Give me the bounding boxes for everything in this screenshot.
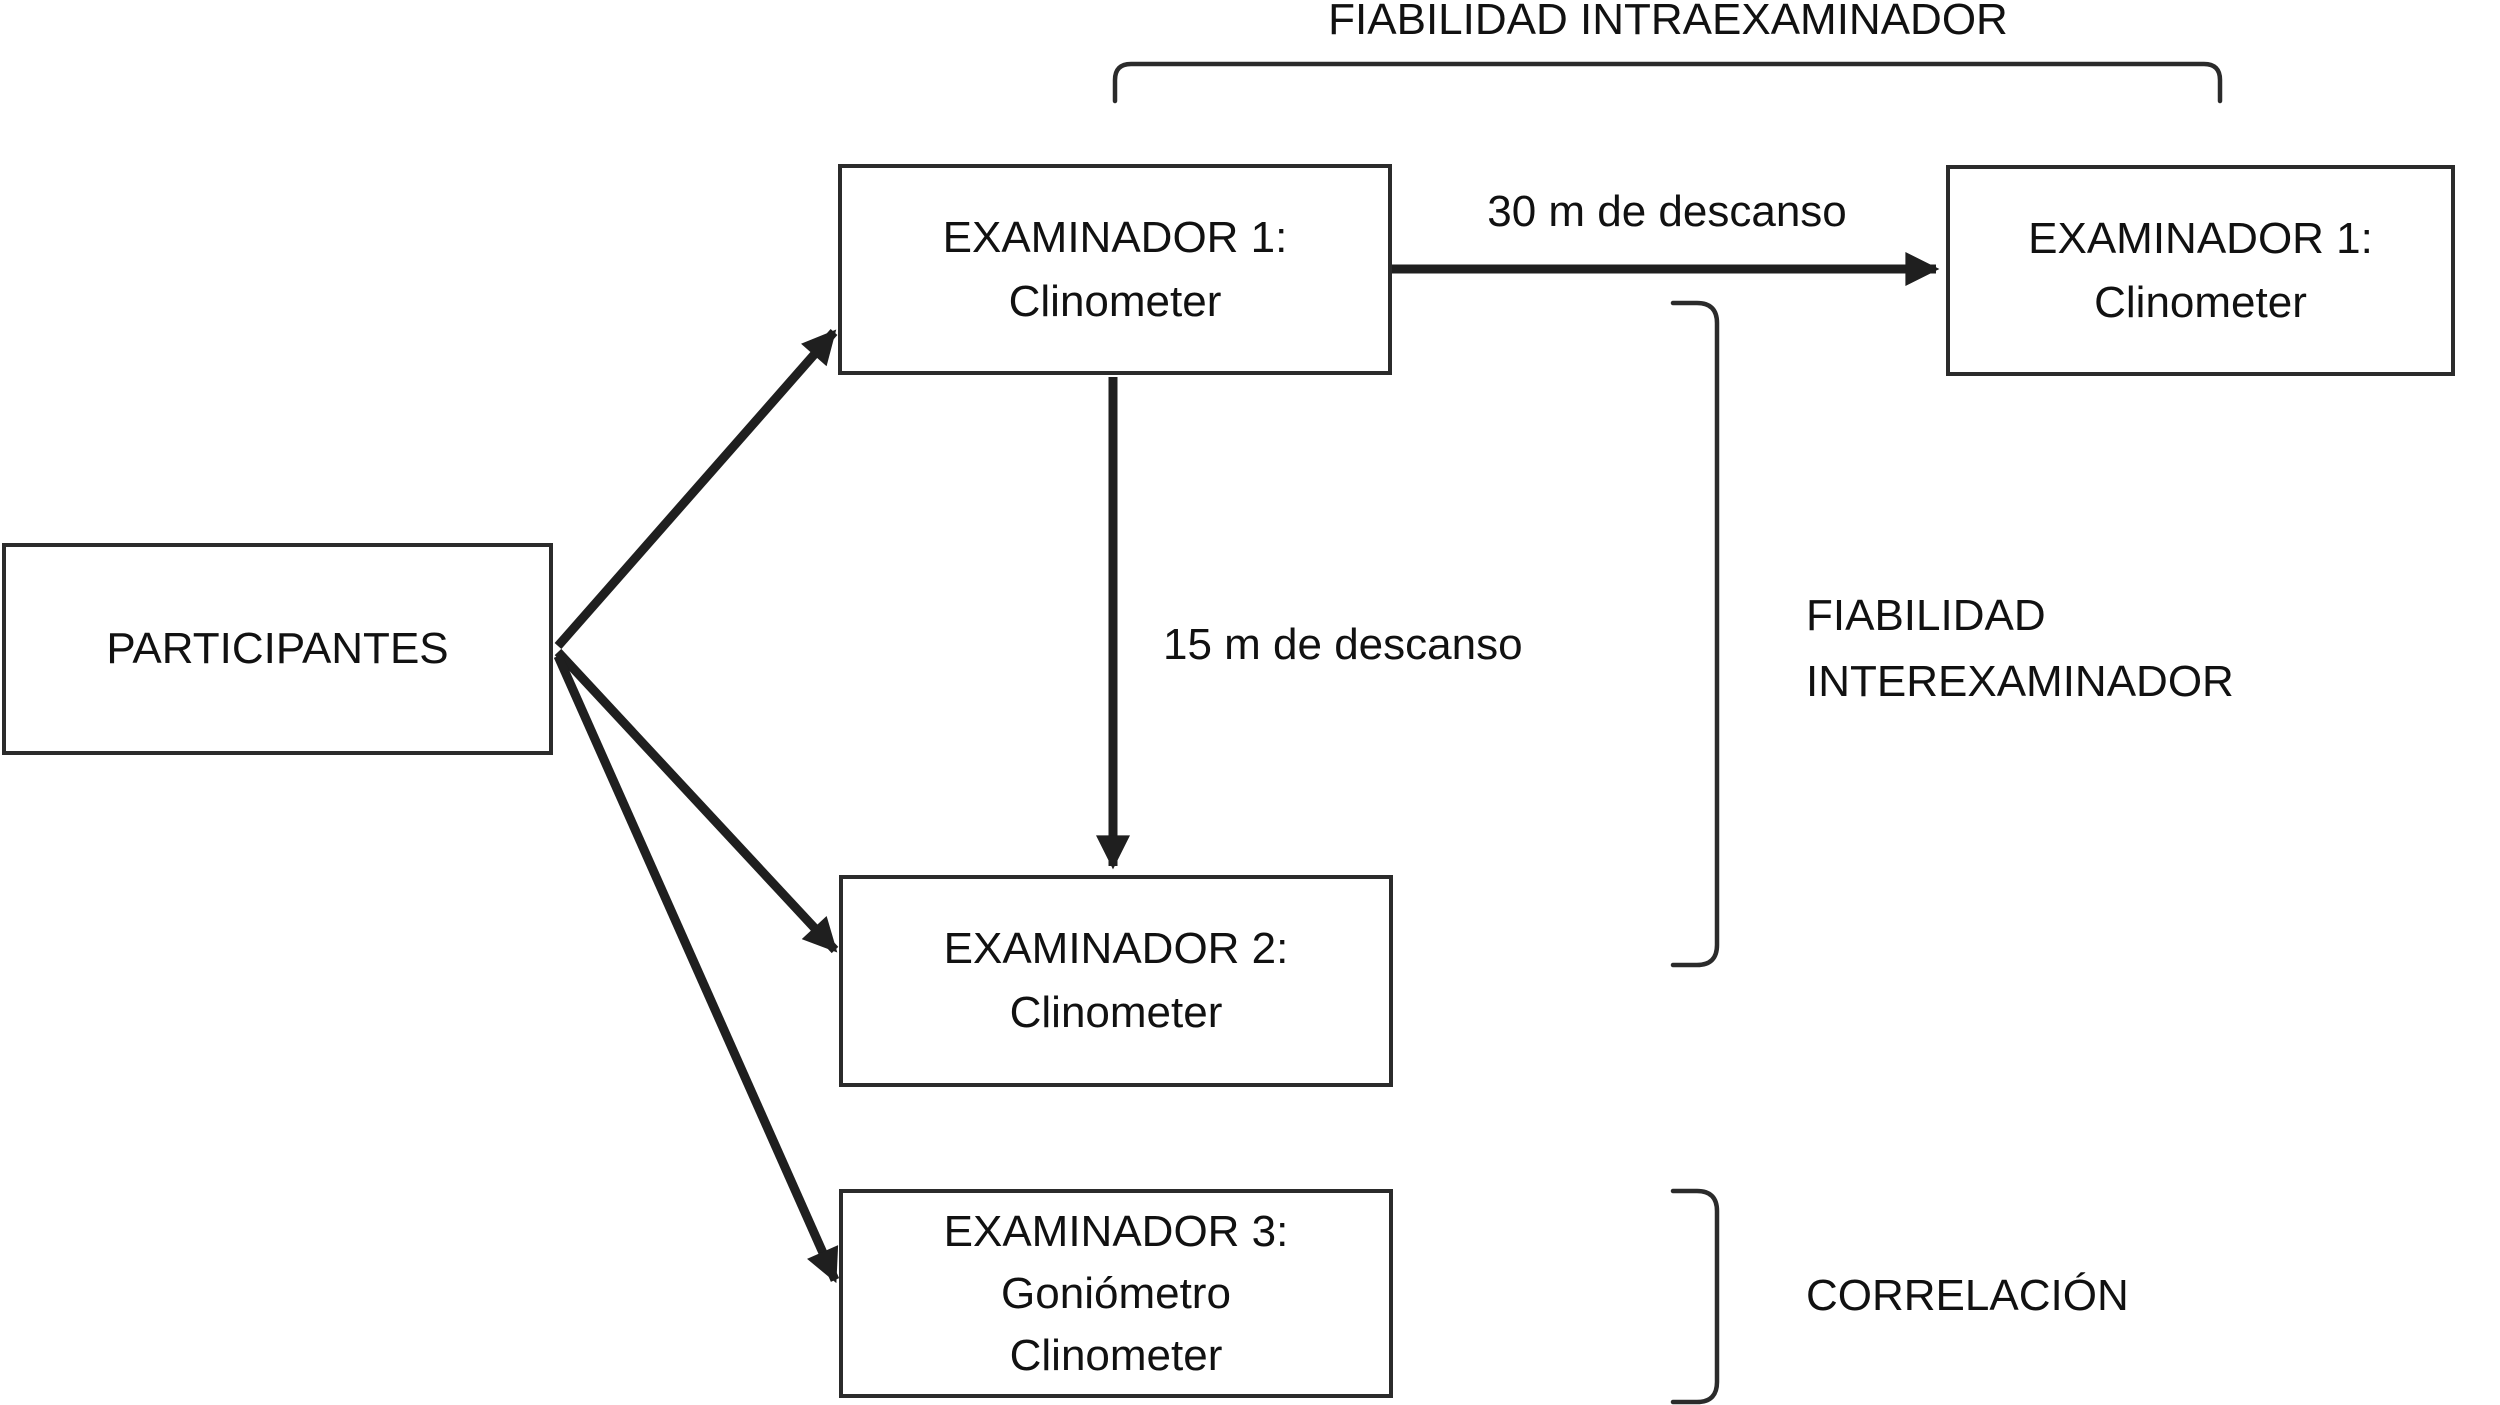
label-correlacion: CORRELACIÓN: [1806, 1271, 2129, 1320]
arrow-participantes-to-examiner3: [553, 654, 840, 1284]
participantes-box: PARTICIPANTES: [2, 543, 553, 755]
label-15m-descanso: 15 m de descanso: [1163, 620, 1523, 669]
examiner3-instrument1: Goniómetro: [1001, 1268, 1231, 1318]
examiner1-test2-title: EXAMINADOR 1:: [2028, 213, 2373, 263]
bracket-interexaminador: [1670, 300, 1720, 968]
examiner2-title: EXAMINADOR 2:: [943, 924, 1289, 973]
participantes-label: PARTICIPANTES: [106, 624, 449, 673]
examiner1-test1-title: EXAMINADOR 1:: [942, 212, 1288, 262]
examiner2-instrument: Clinometer: [1009, 988, 1223, 1037]
examiner1-test1-instrument: Clinometer: [1008, 276, 1222, 326]
examiner1-test1-box: EXAMINADOR 1: Clinometer: [838, 164, 1392, 375]
title-fiabilidad-intraexaminador: FIABILIDAD INTRAEXAMINADOR: [1328, 0, 2008, 44]
examiner2-box: EXAMINADOR 2: Clinometer: [839, 875, 1393, 1087]
examiner1-test2-box: EXAMINADOR 1: Clinometer: [1946, 165, 2455, 376]
examiner3-box: EXAMINADOR 3: Goniómetro Clinometer: [839, 1189, 1393, 1398]
arrow-participantes-to-examiner2: [554, 648, 839, 954]
examiner3-title: EXAMINADOR 3:: [943, 1206, 1289, 1256]
bracket-correlacion: [1670, 1188, 1720, 1405]
label-fiabilidad-interexaminador-line2: INTEREXAMINADOR: [1806, 657, 2234, 706]
examiner3-instrument2: Clinometer: [1009, 1330, 1223, 1380]
label-fiabilidad-interexaminador-line1: FIABILIDAD: [1806, 591, 2046, 640]
bracket-intraexaminador: [1112, 61, 2223, 104]
examiner1-test2-instrument: Clinometer: [2094, 277, 2307, 327]
label-fiabilidad-interexaminador: FIABILIDAD INTEREXAMINADOR: [1806, 583, 2234, 715]
label-30m-descanso: 30 m de descanso: [1487, 187, 1847, 236]
arrow-participantes-to-examiner1: [554, 329, 838, 649]
